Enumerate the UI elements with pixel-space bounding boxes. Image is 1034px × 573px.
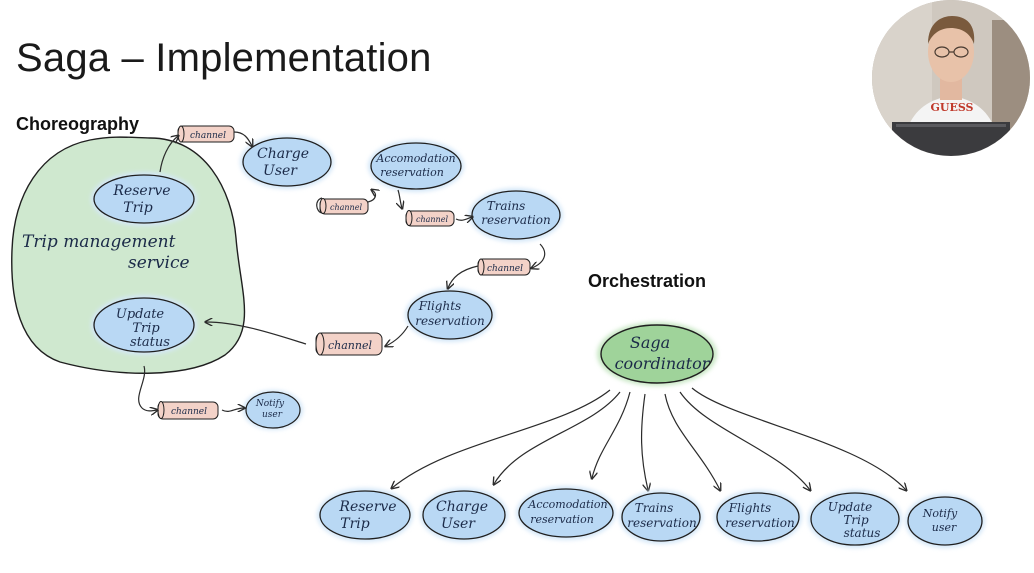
- svg-text:channel: channel: [416, 215, 448, 224]
- choreography-heading: Choreography: [16, 114, 140, 134]
- choreography-arrows: [138, 131, 546, 411]
- orchestration-arrows: [392, 387, 906, 490]
- service-label: Trip management service: [22, 232, 190, 273]
- svg-text:channel: channel: [190, 131, 226, 141]
- presenter-video: GUESS: [872, 0, 1030, 156]
- shirt-logo-text: GUESS: [930, 101, 973, 114]
- svg-text:channel: channel: [487, 264, 523, 274]
- channel-5: channel: [315, 332, 383, 356]
- channel-6: channel: [157, 401, 219, 420]
- channel-3: channel: [405, 210, 455, 227]
- svg-text:channel: channel: [171, 407, 207, 417]
- channel-1: channel: [177, 125, 235, 143]
- svg-text:channel: channel: [328, 339, 372, 352]
- channel-4: channel: [477, 258, 531, 276]
- orchestration-heading: Orchestration: [588, 271, 707, 291]
- presenter-webcam: GUESS: [872, 0, 1030, 156]
- channel-2: channel: [319, 198, 369, 215]
- slide-title: Saga – Implementation: [16, 36, 432, 80]
- svg-text:channel: channel: [330, 203, 362, 212]
